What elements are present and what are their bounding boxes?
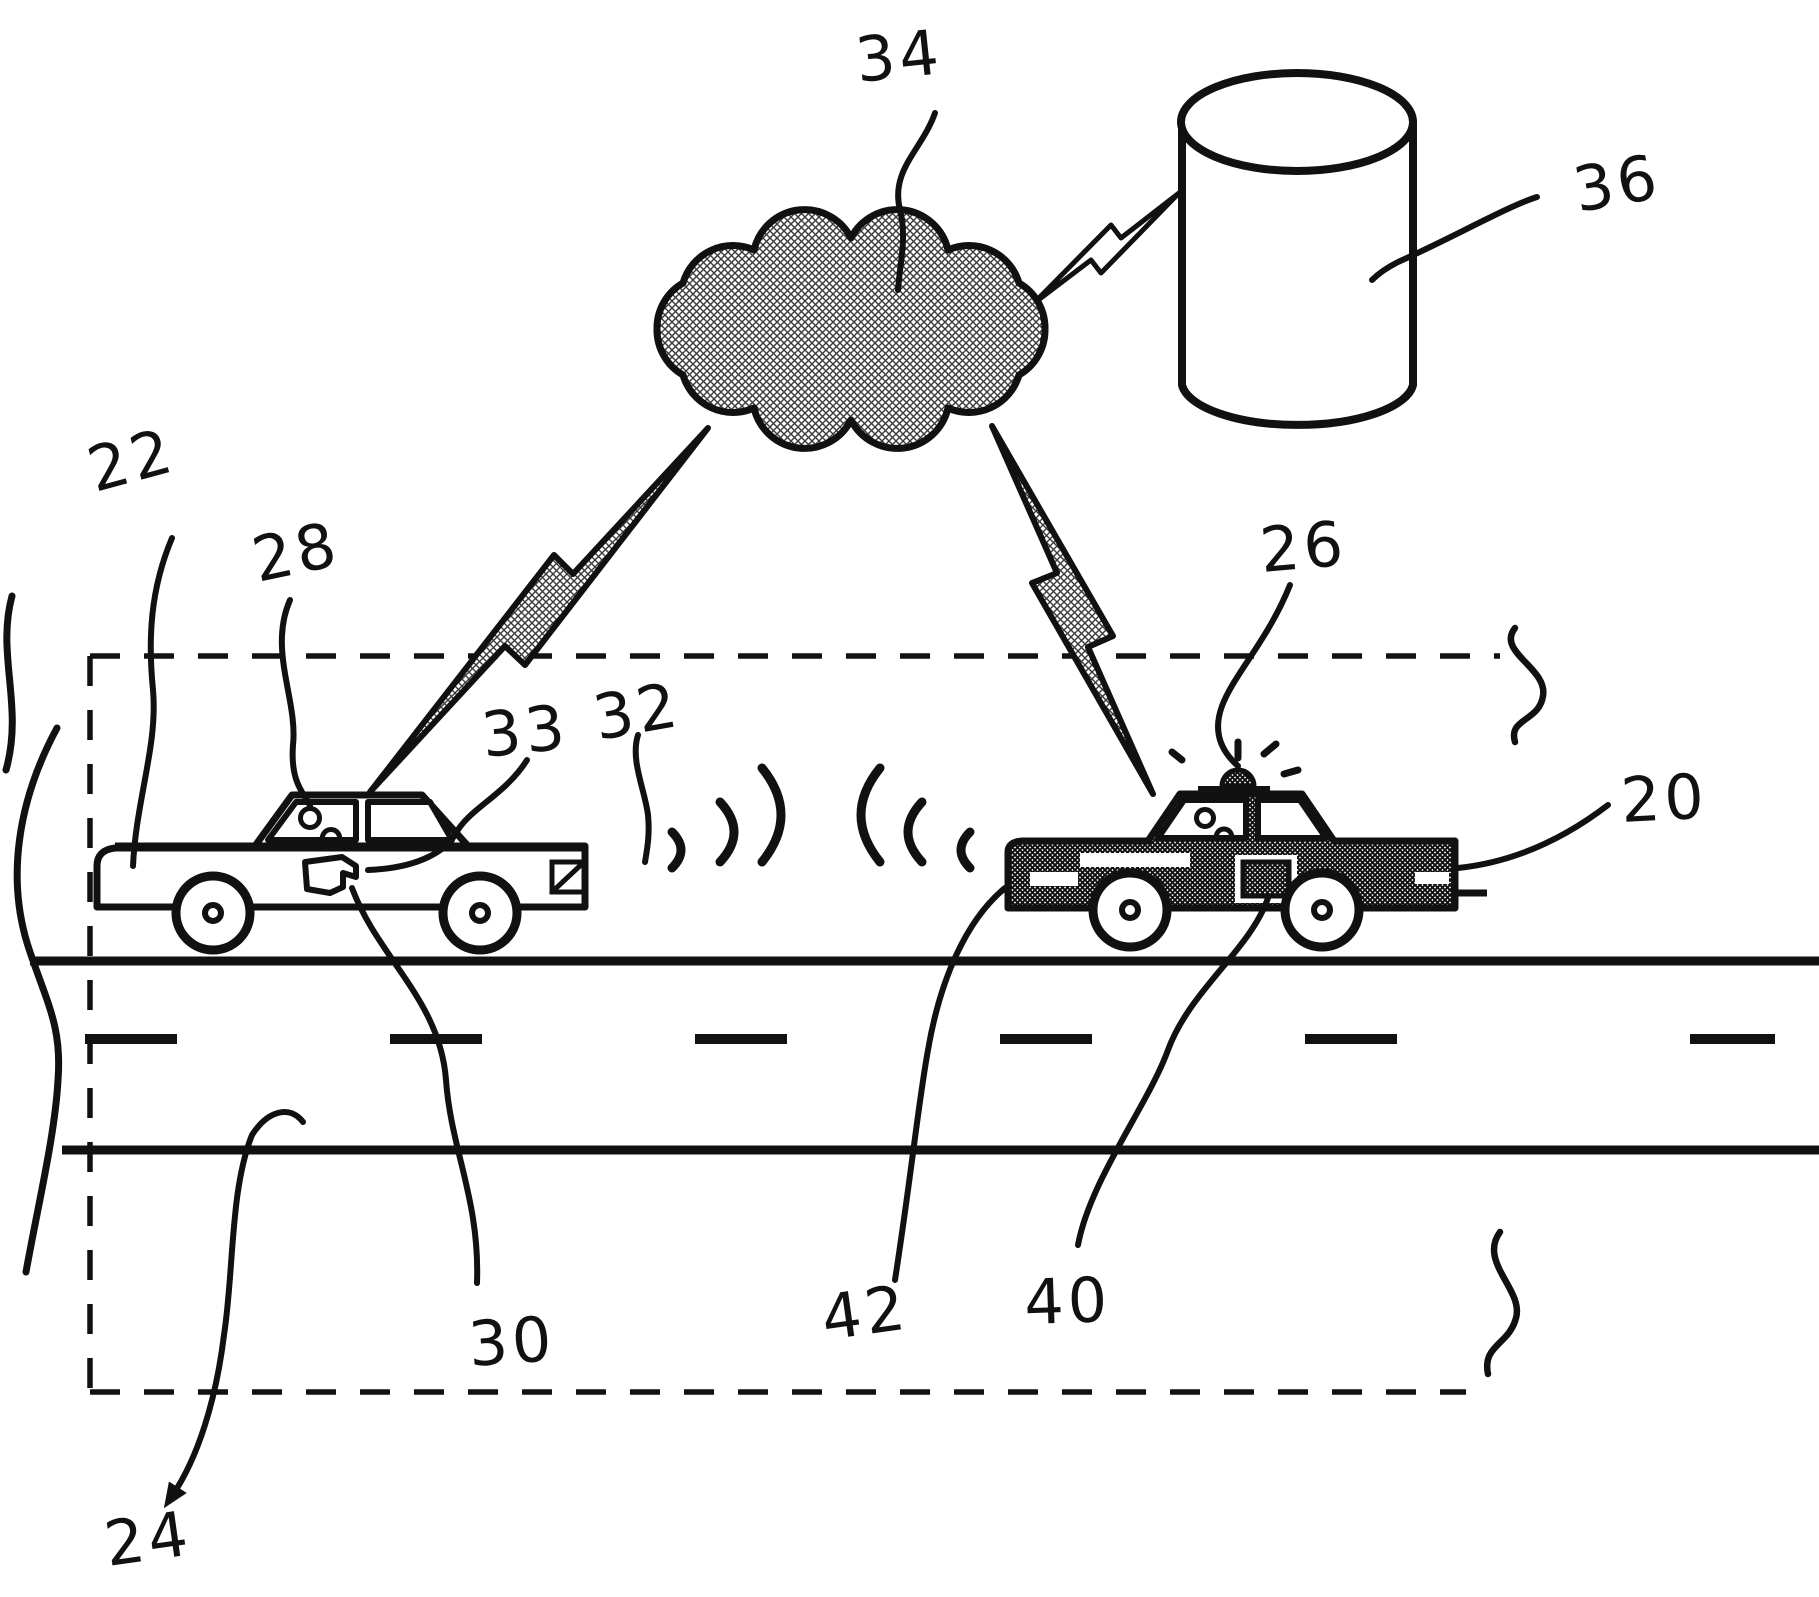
boundary-break-squiggles xyxy=(1483,624,1547,1378)
leader-20 xyxy=(1455,802,1611,871)
database-cylinder xyxy=(1177,69,1417,429)
lane-dash xyxy=(1000,1034,1092,1044)
beacon-dome xyxy=(1219,767,1257,789)
flash-tick xyxy=(1168,748,1186,764)
geofence-boundary xyxy=(87,653,1500,1395)
bolt-shape xyxy=(1030,190,1182,307)
door-highlight xyxy=(1080,853,1190,867)
police-wheels xyxy=(1088,868,1364,952)
leader-22 xyxy=(130,535,175,869)
signal-arc xyxy=(956,827,975,873)
ref-label-22: 22 xyxy=(80,413,183,506)
police-beacon xyxy=(1168,738,1302,795)
front-wheel-hub xyxy=(1119,899,1141,921)
police-body-highlights xyxy=(1030,853,1449,886)
civilian-wheels xyxy=(171,871,522,955)
network-cloud xyxy=(653,206,1049,452)
ref-label-42: 42 xyxy=(817,1270,913,1354)
ref-label-34: 34 xyxy=(852,15,946,97)
civilian-rear-window xyxy=(365,799,455,843)
cylinder-body xyxy=(1178,122,1417,429)
leader-33 xyxy=(365,757,530,873)
wireless-signal-arcs xyxy=(667,763,975,873)
lightning-link-cloud-police-vehicle xyxy=(989,423,1156,797)
leader-28 xyxy=(278,597,313,809)
ref-label-26: 26 xyxy=(1257,507,1350,587)
flash-tick xyxy=(1260,740,1280,758)
road-break-wavy-lines xyxy=(2,592,63,1276)
road-break-wave-main xyxy=(13,724,63,1276)
ref-label-33: 33 xyxy=(478,690,572,772)
signal-arc xyxy=(903,797,927,867)
ref-label-24: 24 xyxy=(100,1496,196,1580)
reference-numerals: 34 36 22 28 33 32 26 20 30 42 40 24 xyxy=(80,15,1710,1581)
lightning-link-cloud-database xyxy=(1030,190,1182,307)
lane-dash xyxy=(85,1034,177,1044)
ref-label-40: 40 xyxy=(1023,1263,1112,1339)
driver-head xyxy=(1194,807,1216,829)
lane-dash xyxy=(695,1034,787,1044)
ref-label-36: 36 xyxy=(1568,140,1666,227)
rear-wheel-hub xyxy=(469,902,491,924)
rear-highlight xyxy=(1415,872,1449,884)
front-wheel-hub xyxy=(202,902,224,924)
road-break-wave-outer xyxy=(2,592,16,774)
break-squiggle-top-right xyxy=(1507,624,1547,746)
obd-device xyxy=(302,854,359,896)
police-rear-window xyxy=(1255,797,1329,841)
leader-24-arrowhead xyxy=(163,1481,187,1509)
driver-shoulder xyxy=(319,827,343,841)
civilian-rear-panel-detail xyxy=(549,859,587,895)
signal-arc xyxy=(715,797,739,867)
rear-wheel-hub xyxy=(1311,899,1333,921)
ref-label-32: 32 xyxy=(588,668,686,755)
civilian-vehicle xyxy=(93,791,589,955)
leader-42 xyxy=(892,885,1008,1283)
beacon-base xyxy=(1198,786,1270,795)
leader-26 xyxy=(1215,582,1293,769)
obd-device-outline xyxy=(302,854,359,896)
break-squiggle-bottom-right xyxy=(1483,1228,1521,1378)
lane-dash xyxy=(1305,1034,1397,1044)
leader-40 xyxy=(1075,895,1271,1248)
police-vehicle xyxy=(1004,738,1487,952)
leader-36 xyxy=(1369,194,1540,283)
ref-label-30: 30 xyxy=(466,1302,558,1381)
flash-tick xyxy=(1280,766,1302,778)
beacon-flash-ticks xyxy=(1168,738,1302,778)
signal-arc xyxy=(856,763,885,867)
leader-24 xyxy=(169,1109,306,1499)
cylinder-top xyxy=(1177,69,1417,175)
leader-30 xyxy=(349,885,481,1286)
rear-panel-diagonal xyxy=(550,860,586,894)
bolt-shape xyxy=(989,423,1156,797)
ref-label-28: 28 xyxy=(246,507,346,596)
police-driver xyxy=(1194,807,1235,839)
leader-lines xyxy=(130,110,1611,1499)
cloud-outline xyxy=(653,206,1049,452)
signal-arc xyxy=(667,827,686,873)
leader-34 xyxy=(895,110,938,293)
driver-shoulder xyxy=(1213,826,1235,839)
lane-dash xyxy=(1690,1034,1775,1044)
device-body xyxy=(1240,859,1292,899)
front-highlight xyxy=(1030,872,1078,886)
signal-arc xyxy=(757,763,786,867)
leader-32 xyxy=(632,732,652,865)
ref-label-20: 20 xyxy=(1619,760,1710,837)
